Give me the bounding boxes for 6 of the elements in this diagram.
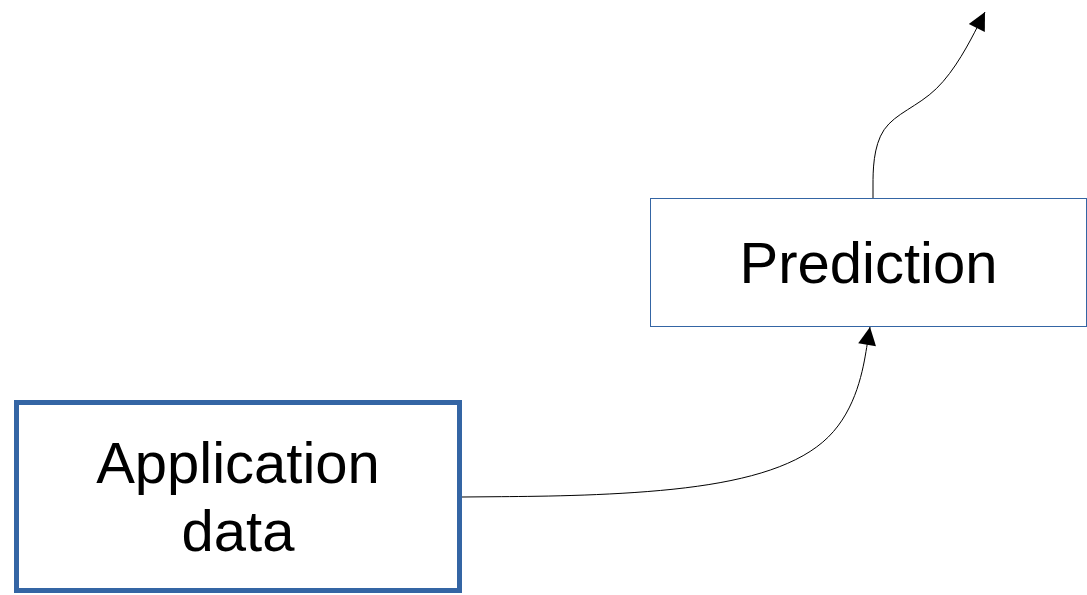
process-box (650, 198, 1087, 327)
process-box (14, 400, 462, 593)
box-label: Prediction (739, 228, 998, 297)
box-label: Application data (95, 428, 381, 565)
arrow (872, 11, 986, 199)
arrow (461, 326, 876, 498)
